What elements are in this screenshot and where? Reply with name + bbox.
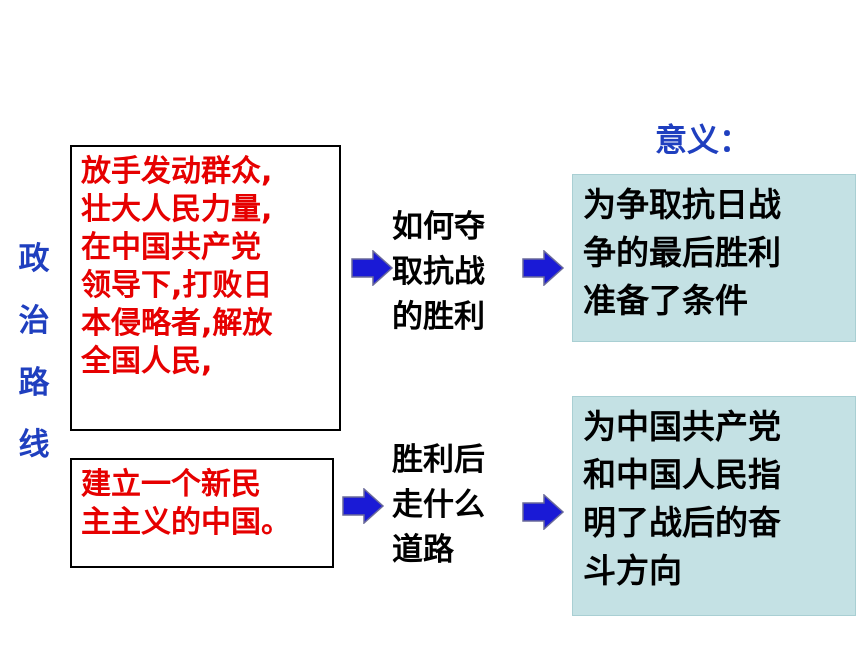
meaning-heading: 意义： bbox=[655, 121, 752, 159]
new-china-box: 建立一个新民 主主义的中国。 bbox=[70, 458, 334, 568]
vertical-title-char: 路 bbox=[18, 365, 50, 401]
vertical-title-char: 治 bbox=[18, 303, 50, 339]
vertical-title: 政 治 路 线 bbox=[14, 228, 54, 476]
right-arrow-icon bbox=[522, 494, 564, 530]
vertical-title-char: 政 bbox=[18, 241, 50, 277]
right-arrow-icon bbox=[351, 250, 393, 286]
result-after-box: 为中国共产党 和中国人民指 明了战后的奋 斗方向 bbox=[572, 396, 856, 616]
question-path-after-victory: 胜利后 走什么 道路 bbox=[392, 442, 485, 568]
goal-box: 放手发动群众, 壮大人民力量, 在中国共产党 领导下,打败日 本侵略者,解放 全… bbox=[70, 145, 341, 431]
right-arrow-icon bbox=[342, 488, 384, 524]
right-arrow-icon bbox=[522, 250, 564, 286]
question-how-to-win: 如何夺 取抗战 的胜利 bbox=[392, 209, 485, 335]
vertical-title-char: 线 bbox=[18, 427, 50, 463]
result-win-box: 为争取抗日战 争的最后胜利 准备了条件 bbox=[572, 174, 856, 342]
